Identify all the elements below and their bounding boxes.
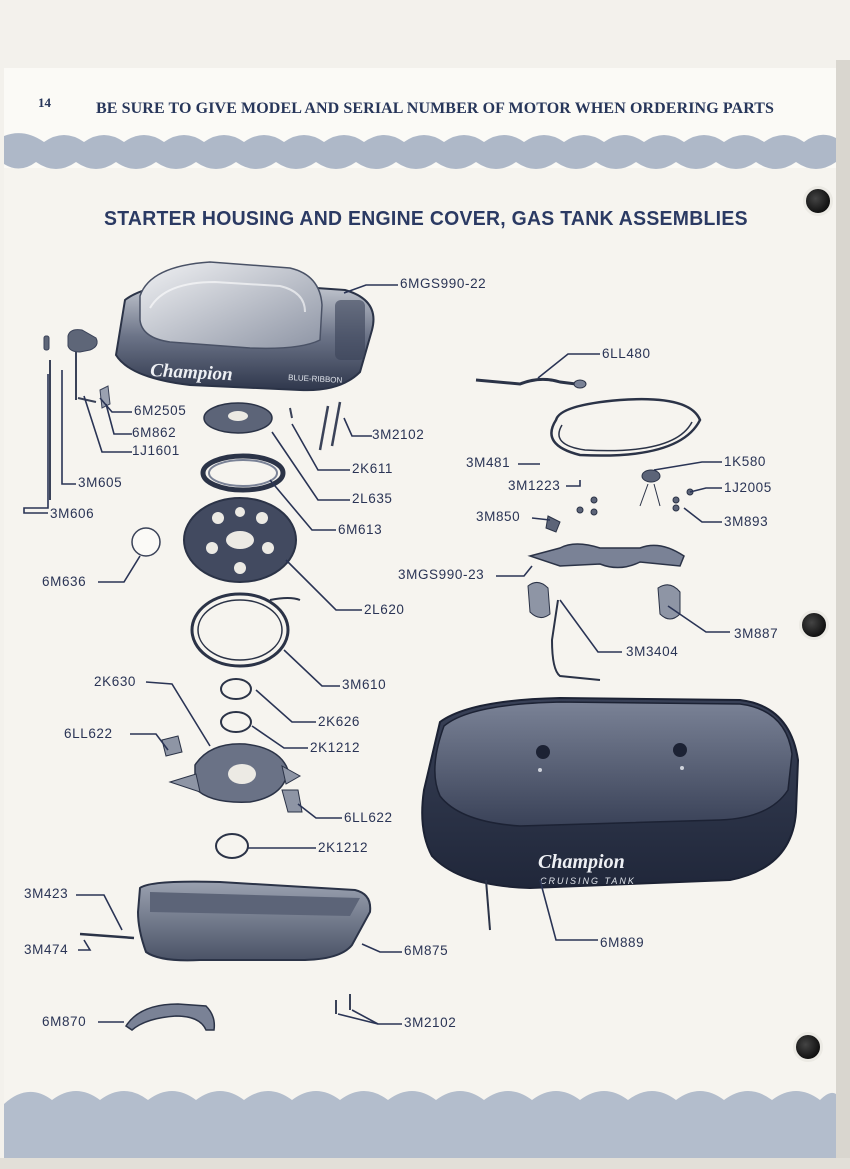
punch-hole-middle	[799, 610, 829, 640]
bracket-6m870-illustration	[124, 1003, 216, 1031]
part-label-3m605: 3M605	[78, 475, 123, 490]
bottom-pan-illustration	[79, 880, 372, 962]
part-label-3m2102-upper: 3M2102	[372, 427, 425, 442]
part-label-1j1601: 1J1601	[132, 443, 180, 458]
spring-housing-illustration	[200, 453, 286, 493]
part-label-2k1212-upper: 2K1212	[310, 740, 361, 755]
part-label-1k580: 1K580	[724, 454, 767, 469]
part-label-6ll622-left: 6LL622	[64, 726, 113, 741]
part-label-6mgs990-22: 6MGS990-22	[400, 276, 487, 291]
svg-text:BLUE-RIBBON: BLUE-RIBBON	[288, 373, 343, 385]
top-wave-band	[4, 133, 836, 169]
page-number: 14	[38, 95, 51, 110]
part-label-6m862: 6M862	[132, 425, 177, 440]
part-label-3m606: 3M606	[50, 506, 95, 521]
starter-plate-illustration	[203, 402, 293, 434]
part-label-3m610: 3M610	[342, 677, 387, 692]
part-label-6m870: 6M870	[42, 1014, 87, 1029]
svg-text:CRUISING TANK: CRUISING TANK	[540, 876, 636, 886]
bottom-wave-band	[4, 1091, 836, 1158]
engine-cover-illustration: Champion BLUE-RIBBON	[114, 261, 375, 392]
tank-bracket-illustration	[527, 543, 685, 681]
fuel-fittings-illustration	[545, 469, 694, 533]
part-label-3m1223: 3M1223	[508, 478, 561, 493]
washer-6m636-illustration	[131, 527, 161, 557]
part-label-2k1212-lower: 2K1212	[318, 840, 369, 855]
svg-text:Champion: Champion	[150, 360, 233, 385]
part-label-2k611: 2K611	[352, 461, 394, 476]
part-label-3m2102-lower: 3M2102	[404, 1015, 457, 1030]
part-label-6m889: 6M889	[600, 935, 645, 950]
part-label-6m2505: 6M2505	[134, 403, 187, 418]
part-label-6ll622-right: 6LL622	[344, 810, 393, 825]
ordering-note: BE SURE TO GIVE MODEL AND SERIAL NUMBER …	[96, 100, 775, 117]
bolts-illustration	[318, 401, 342, 451]
part-label-6m636: 6M636	[42, 574, 87, 589]
svg-text:Champion: Champion	[538, 851, 625, 873]
part-label-3m474: 3M474	[24, 942, 69, 957]
ring-2k1212-upper-illustration	[220, 711, 252, 733]
part-label-3m887: 3M887	[734, 626, 779, 641]
ring-2k626-illustration	[220, 678, 252, 700]
catalog-page: 14 BE SURE TO GIVE MODEL AND SERIAL NUMB…	[4, 68, 836, 1158]
starter-handle-parts	[43, 329, 111, 500]
part-label-1j2005: 1J2005	[724, 480, 772, 495]
bolts-lower-illustration	[335, 994, 351, 1014]
ring-2k1212-lower-illustration	[215, 833, 249, 859]
part-label-3m893: 3M893	[724, 514, 769, 529]
starter-rope-illustration	[190, 592, 301, 668]
part-label-2l620: 2L620	[364, 602, 405, 617]
section-title: STARTER HOUSING AND ENGINE COVER, GAS TA…	[104, 208, 748, 230]
part-label-2k626: 2K626	[318, 714, 361, 729]
leader-lines	[23, 284, 730, 1025]
part-label-6m875: 6M875	[404, 943, 449, 958]
part-label-2k630: 2K630	[94, 674, 137, 689]
part-label-3m850: 3M850	[476, 509, 521, 524]
fuel-hose-illustration	[475, 377, 702, 457]
part-label-3m3404: 3M3404	[626, 644, 679, 659]
part-label-2l635: 2L635	[352, 491, 393, 506]
part-label-6m613: 6M613	[338, 522, 383, 537]
part-label-6ll480: 6LL480	[602, 346, 651, 361]
punch-hole-top	[803, 186, 833, 216]
gas-tank-illustration: Champion CRUISING TANK	[421, 696, 800, 931]
pawl-plate-illustration	[161, 735, 303, 813]
part-label-3m481: 3M481	[466, 455, 511, 470]
punch-hole-bottom	[793, 1032, 823, 1062]
starter-pulley-illustration	[183, 497, 297, 583]
part-label-3mgs990-23: 3MGS990-23	[398, 567, 485, 582]
part-label-3m423: 3M423	[24, 886, 69, 901]
